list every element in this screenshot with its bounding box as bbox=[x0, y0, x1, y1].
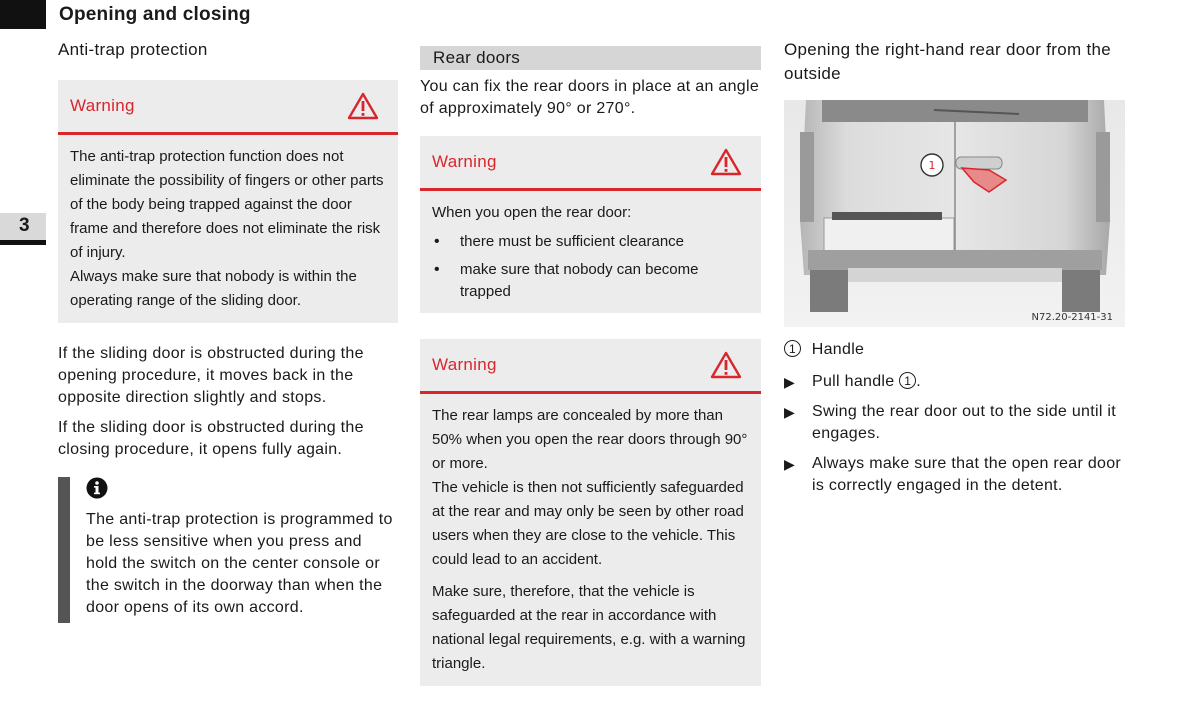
warning-body: The rear lamps are concealed by more tha… bbox=[420, 394, 761, 686]
chapter-tab-underline bbox=[0, 240, 46, 245]
warning-box-rear-door: Warning When you open the rear door: the… bbox=[420, 136, 761, 313]
warning-bullet-list: there must be sufficient clearance make … bbox=[432, 231, 749, 303]
warning-intro: When you open the rear door: bbox=[432, 204, 632, 221]
arrow-right-icon: ▶ bbox=[784, 404, 796, 420]
warning-label: Warning bbox=[432, 355, 497, 374]
warning-text: The vehicle is then not sufficiently saf… bbox=[432, 479, 744, 568]
info-text: The anti-trap protection is programmed t… bbox=[86, 511, 393, 616]
rear-doors-intro: You can fix the rear doors in place at a… bbox=[420, 78, 760, 117]
van-rear-illustration: 1 bbox=[784, 100, 1125, 327]
list-item: there must be sufficient clearance bbox=[432, 231, 749, 253]
info-note: The anti-trap protection is programmed t… bbox=[58, 477, 398, 623]
step-item: ▶ Swing the rear door out to the side un… bbox=[784, 401, 1129, 445]
rear-door-photo: 1 N72.20-2141-31 bbox=[784, 100, 1125, 327]
warning-triangle-icon bbox=[710, 351, 742, 379]
warning-header: Warning bbox=[420, 339, 761, 394]
callout-marker: 1 bbox=[784, 340, 801, 357]
image-reference-code: N72.20-2141-31 bbox=[1031, 312, 1114, 323]
paragraph-closing: If the sliding door is obstructed during… bbox=[58, 419, 364, 458]
step-item: ▶ Always make sure that the open rear do… bbox=[784, 453, 1129, 497]
step-item: ▶ Pull handle 1. bbox=[784, 371, 1129, 393]
warning-text: The anti-trap protection function does n… bbox=[70, 148, 384, 261]
page-title: Opening and closing bbox=[59, 4, 251, 25]
paragraph-opening: If the sliding door is obstructed during… bbox=[58, 345, 364, 406]
warning-text: The rear lamps are concealed by more tha… bbox=[432, 407, 748, 472]
warning-box-rear-lamps: Warning The rear lamps are concealed by … bbox=[420, 339, 761, 686]
step-text: Pull handle bbox=[812, 373, 895, 390]
warning-header: Warning bbox=[420, 136, 761, 191]
warning-body: When you open the rear door: there must … bbox=[420, 191, 761, 313]
warning-triangle-icon bbox=[710, 148, 742, 176]
callout-marker: 1 bbox=[899, 372, 917, 389]
chapter-tab: 3 bbox=[0, 213, 46, 245]
column-rear-doors: Rear doors You can fix the rear doors in… bbox=[420, 46, 761, 686]
warning-triangle-icon bbox=[347, 92, 379, 120]
warning-text: Make sure, therefore, that the vehicle i… bbox=[432, 583, 746, 672]
callout-number: 1 bbox=[929, 159, 936, 172]
section-heading: Opening the right-hand rear door from th… bbox=[784, 40, 1111, 83]
info-bar bbox=[58, 477, 70, 623]
rear-doors-heading: Rear doors bbox=[420, 46, 761, 70]
warning-header: Warning bbox=[58, 80, 398, 135]
column-right-rear-door: Opening the right-hand rear door from th… bbox=[784, 38, 1129, 505]
warning-label: Warning bbox=[432, 152, 497, 171]
list-item: make sure that nobody can become trapped bbox=[432, 259, 749, 303]
anti-trap-subheading: Anti-trap protection bbox=[58, 40, 208, 59]
step-text: Swing the rear door out to the side unti… bbox=[812, 403, 1117, 442]
step-text: Always make sure that the open rear door… bbox=[812, 455, 1122, 494]
column-anti-trap: Anti-trap protection Warning The anti-tr… bbox=[58, 38, 398, 623]
step-text-suffix: . bbox=[916, 373, 921, 390]
step-list: ▶ Pull handle 1. ▶ Swing the rear door o… bbox=[784, 371, 1129, 497]
warning-body: The anti-trap protection function does n… bbox=[58, 135, 398, 323]
warning-box-anti-trap: Warning The anti-trap protection functio… bbox=[58, 80, 398, 323]
header-bar bbox=[0, 0, 46, 29]
callout-legend: 1 Handle bbox=[784, 339, 1129, 361]
arrow-right-icon: ▶ bbox=[784, 374, 796, 390]
warning-text: Always make sure that nobody is within t… bbox=[70, 268, 357, 309]
warning-label: Warning bbox=[70, 96, 135, 115]
arrow-right-icon: ▶ bbox=[784, 456, 796, 472]
legend-label: Handle bbox=[811, 341, 865, 358]
chapter-number: 3 bbox=[19, 215, 30, 236]
info-icon bbox=[86, 477, 108, 499]
